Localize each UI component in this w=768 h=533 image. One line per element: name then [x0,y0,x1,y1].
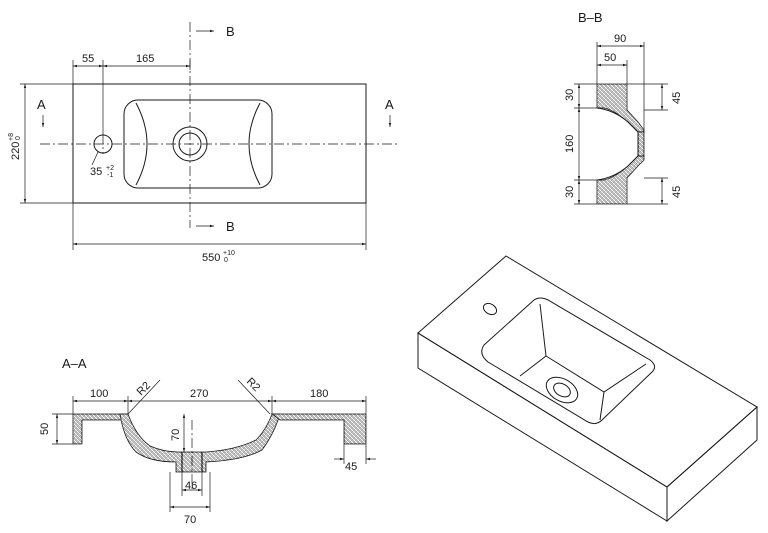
section-bb-top-wall [596,83,645,133]
iso-bowl-rim [481,297,656,425]
dim-550: 550 [202,252,220,264]
dim-180: 180 [310,388,328,400]
dim-45-aa: 45 [345,461,357,473]
dim-50-aa: 50 [39,423,51,435]
dim-30-top: 30 [564,89,576,101]
bowl-right-curve [248,102,261,186]
iso-front-face [417,332,668,522]
dim-70-width: 70 [184,514,196,526]
isometric-view [417,255,758,523]
dim-270: 270 [190,388,208,400]
iso-tap-hole [482,302,498,316]
section-aa-left-rim [72,413,129,445]
dim-30-bottom: 30 [564,186,576,198]
section-bb-title: B–B [578,10,603,25]
dim-160: 160 [564,135,576,153]
section-aa-bowl [119,413,281,473]
dim-50: 50 [604,52,616,64]
section-bb-bottom-wall [596,155,645,205]
dim-45-bottom: 45 [671,186,683,198]
iso-drain-inner [553,382,571,398]
bowl-outline [123,99,273,189]
section-bb: B–B 90 50 30 160 30 45 45 [564,10,683,205]
dim-70-depth: 70 [170,429,182,441]
dim-550-tol-lower: 0 [224,257,228,264]
dim-90: 90 [614,33,626,45]
bowl-left-curve [135,102,148,186]
iso-side-face [666,405,758,523]
dim-220-tol-upper: +8 [8,133,15,141]
dim-220-tol-lower: 0 [15,136,22,140]
section-bb-drain-wall [637,131,645,157]
basin-outline [72,83,367,204]
dim-165: 165 [136,53,154,65]
dim-35-tol-lower: -1 [107,172,113,179]
section-aa-right-rim [270,413,367,445]
section-mark-a-left: A [37,97,46,112]
dim-55: 55 [82,53,94,65]
top-view: A A B B 55 165 220 +8 0 35 +2 -1 550 [8,22,400,264]
dim-100: 100 [90,388,108,400]
section-mark-a-right: A [385,97,394,112]
iso-drain-outer [545,376,579,404]
dim-220: 220 [10,142,22,160]
dim-r2-right: R2 [244,376,262,394]
iso-bowl-inner [539,303,647,393]
section-aa-title: A–A [62,356,87,371]
section-bb-bowl-profile [596,107,639,181]
dim-35-tol-upper: +2 [106,165,114,172]
section-mark-b-top: B [226,24,235,39]
section-aa: A–A 100 270 180 R2 R2 50 70 [39,356,376,526]
dim-35: 35 [90,166,102,178]
dim-550-tol-upper: +10 [223,250,235,257]
dim-45-top: 45 [671,92,683,104]
dim-r2-left: R2 [135,380,153,398]
section-mark-b-bottom: B [226,219,235,234]
dim-46: 46 [185,480,197,492]
